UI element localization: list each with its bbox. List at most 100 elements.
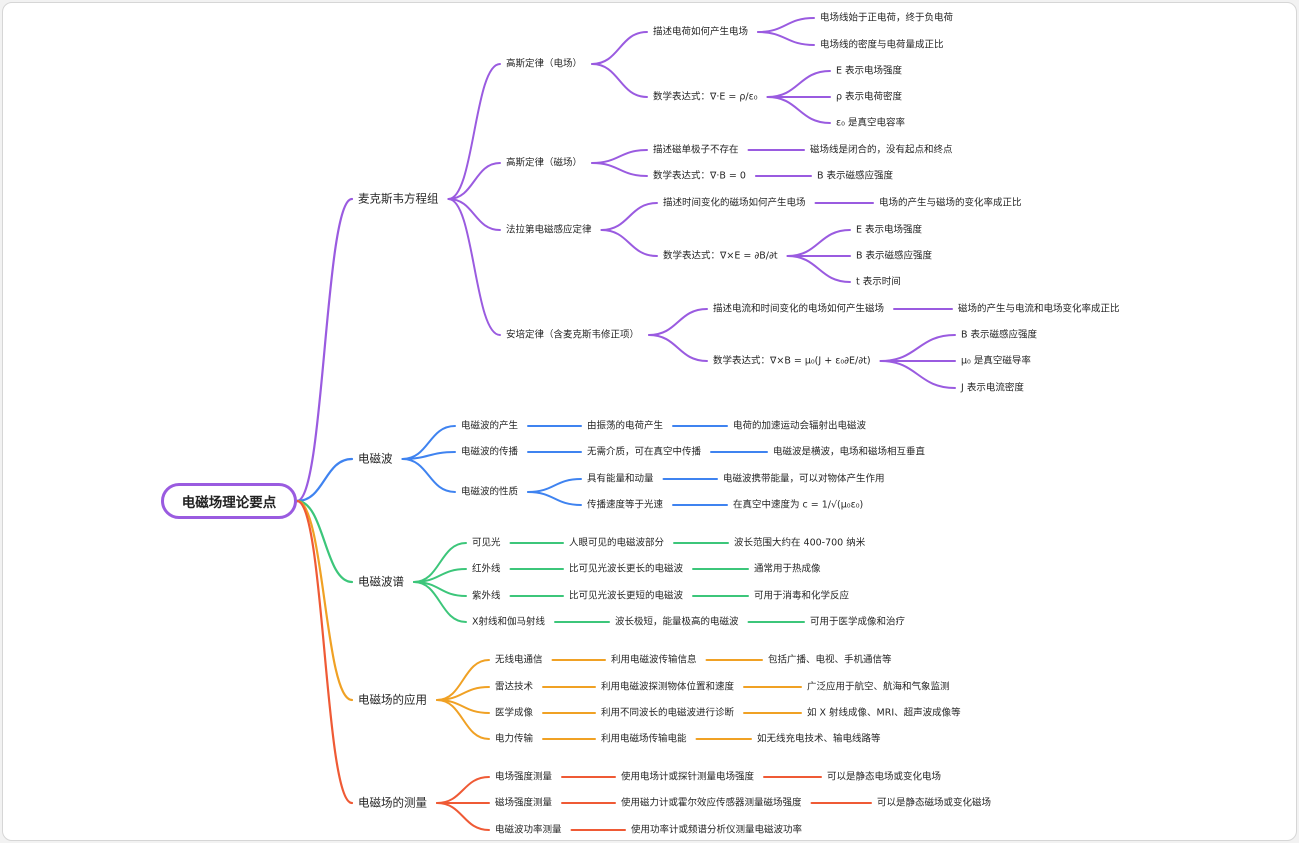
- mindmap-node-l3[interactable]: 利用电磁波传输信息: [611, 654, 697, 666]
- mindmap-node-l4[interactable]: ρ 表示电荷密度: [836, 91, 903, 103]
- mindmap-node-l2[interactable]: 电磁波功率测量: [495, 824, 562, 836]
- link-l3: [591, 162, 648, 177]
- root-label: 电磁场理论要点: [181, 495, 277, 511]
- mindmap-node-l2[interactable]: 电力传输: [495, 733, 534, 745]
- mindmap-node-l2[interactable]: 高斯定律（电场）: [506, 58, 583, 70]
- mindmap-node-l2[interactable]: 电磁波的性质: [461, 486, 519, 498]
- mindmap-node-l2[interactable]: 无线电通信: [495, 654, 543, 666]
- link-l2: [447, 198, 501, 231]
- mindmap-node-l4[interactable]: 磁场的产生与电流和电场变化率成正比: [958, 303, 1120, 315]
- mindmap-node-l3[interactable]: 传播速度等于光速: [587, 499, 664, 511]
- link-l2: [413, 581, 467, 623]
- mindmap-node-l4[interactable]: 通常用于热成像: [754, 563, 821, 575]
- mindmap-node-l3[interactable]: 数学表达式：∇·B = 0: [653, 170, 746, 182]
- mindmap-node-l3[interactable]: 利用不同波长的电磁波进行诊断: [601, 707, 735, 719]
- mindmap-node-l3[interactable]: 比可见光波长更长的电磁波: [569, 563, 684, 575]
- mindmap-node-l2[interactable]: 磁场强度测量: [495, 797, 553, 809]
- mindmap-node-l3[interactable]: 由振荡的电荷产生: [587, 420, 664, 432]
- mindmap-node-l4[interactable]: 如无线充电技术、输电线路等: [757, 733, 881, 745]
- link-l4: [757, 17, 815, 33]
- mindmap-node-l3[interactable]: 无需介质，可在真空中传播: [587, 446, 702, 458]
- mindmap-node-l2[interactable]: 安培定律（含麦克斯韦修正项）: [506, 329, 640, 341]
- mindmap-node-l4[interactable]: 如 X 射线成像、MRI、超声波成像等: [807, 707, 961, 719]
- mindmap-node-l4[interactable]: 电场的产生与磁场的变化率成正比: [879, 197, 1022, 209]
- mindmap-node-l4[interactable]: 电场线始于正电荷，终于负电荷: [820, 12, 954, 24]
- mindmap-node-l1[interactable]: 电磁场的应用: [358, 692, 427, 707]
- mindmap-node-l2[interactable]: 法拉第电磁感应定律: [506, 224, 592, 236]
- mindmap-node-l4[interactable]: 可用于医学成像和治疗: [810, 616, 906, 628]
- link-l4: [766, 70, 831, 98]
- mindmap-node-l2[interactable]: 医学成像: [495, 707, 534, 719]
- root-node[interactable]: 电磁场理论要点: [161, 483, 297, 519]
- mindmap-node-l3[interactable]: 比可见光波长更短的电磁波: [569, 590, 684, 602]
- mindmap-node-l3[interactable]: 描述磁单极子不存在: [653, 144, 739, 156]
- link-root-branch: [295, 197, 354, 503]
- link-root-branch: [295, 499, 354, 584]
- mindmap-node-l4[interactable]: 电场线的密度与电荷量成正比: [820, 39, 944, 51]
- link-root-branch: [295, 499, 354, 805]
- mindmap-node-l4[interactable]: J 表示电流密度: [961, 382, 1024, 394]
- mindmap-node-l4[interactable]: 电磁波是横波，电场和磁场相互垂直: [773, 446, 926, 458]
- mindmap-node-l3[interactable]: 具有能量和动量: [587, 473, 654, 485]
- mindmap-node-l1[interactable]: 电磁波: [358, 451, 393, 466]
- mindmap-node-l4[interactable]: 波长范围大约在 400-700 纳米: [734, 537, 866, 549]
- link-l3: [591, 31, 648, 65]
- mindmap-node-l4[interactable]: 广泛应用于航空、航海和气象监测: [807, 681, 950, 693]
- mindmap-node-l1[interactable]: 电磁场的测量: [358, 795, 427, 810]
- mindmap-node-l4[interactable]: μ₀ 是真空磁导率: [961, 355, 1031, 367]
- mindmap-node-l4[interactable]: 电荷的加速运动会辐射出电磁波: [733, 420, 867, 432]
- mindmap-node-l4[interactable]: B 表示磁感应强度: [856, 250, 933, 262]
- mindmap-node-l2[interactable]: 红外线: [472, 563, 501, 575]
- link-l4: [786, 255, 851, 283]
- link-l2: [447, 162, 501, 200]
- mindmap-node-l4[interactable]: E 表示电场强度: [836, 65, 903, 77]
- mindmap-node-l3[interactable]: 波长极短，能量极高的电磁波: [615, 616, 739, 628]
- mindmap-node-l3[interactable]: 描述时间变化的磁场如何产生电场: [663, 197, 806, 209]
- mindmap-links: [295, 17, 956, 831]
- mindmap-node-l3[interactable]: 数学表达式：∇×E = ∂B/∂t: [663, 250, 778, 262]
- link-l2: [436, 776, 490, 804]
- mindmap-node-l3[interactable]: 利用电磁场传输电能: [601, 733, 687, 745]
- mindmap-node-l4[interactable]: 在真空中速度为 c = 1/√(μ₀ε₀): [733, 499, 864, 511]
- mindmap-node-l2[interactable]: 雷达技术: [495, 681, 534, 693]
- mindmap-node-l4[interactable]: t 表示时间: [856, 276, 901, 288]
- mindmap-node-l2[interactable]: 高斯定律（磁场）: [506, 157, 583, 169]
- mindmap-node-l3[interactable]: 数学表达式：∇×B = μ₀(J + ε₀∂E/∂t): [713, 355, 871, 367]
- mindmap-node-l4[interactable]: 电磁波携带能量，可以对物体产生作用: [723, 473, 885, 485]
- mindmap-node-l4[interactable]: 磁场线是闭合的，没有起点和终点: [810, 144, 953, 156]
- link-l3: [591, 149, 648, 164]
- mindmap-node-l2[interactable]: X射线和伽马射线: [472, 616, 546, 628]
- link-l3: [600, 229, 658, 257]
- mindmap-node-l3[interactable]: 数学表达式：∇·E = ρ/ε₀: [653, 91, 758, 103]
- mindmap-node-l2[interactable]: 可见光: [472, 537, 501, 549]
- mindmap-node-l1[interactable]: 电磁波谱: [358, 574, 404, 589]
- link-l2: [401, 425, 456, 460]
- mindmap-node-l2[interactable]: 电磁波的传播: [461, 446, 519, 458]
- mindmap-node-l3[interactable]: 使用电场计或探针测量电场强度: [621, 771, 755, 783]
- mindmap-node-l3[interactable]: 描述电流和时间变化的电场如何产生磁场: [713, 303, 885, 315]
- mindmap-node-l4[interactable]: E 表示电场强度: [856, 224, 923, 236]
- mindmap-node-l3[interactable]: 使用磁力计或霍尔效应传感器测量磁场强度: [621, 797, 802, 809]
- mindmap-node-l4[interactable]: B 表示磁感应强度: [961, 329, 1038, 341]
- link-l3: [648, 334, 708, 362]
- link-root-branch: [295, 457, 354, 503]
- mindmap-node-l4[interactable]: 可以是静态磁场或变化磁场: [877, 797, 992, 809]
- mindmap-node-l2[interactable]: 紫外线: [472, 590, 501, 602]
- link-l3: [527, 478, 582, 493]
- mindmap-node-l3[interactable]: 利用电磁波探测物体位置和速度: [601, 681, 735, 693]
- mindmap-node-l4[interactable]: B 表示磁感应强度: [817, 170, 894, 182]
- link-root-branch: [295, 499, 354, 702]
- mindmap-node-l4[interactable]: 可以是静态电场或变化电场: [827, 771, 942, 783]
- mindmap-node-l2[interactable]: 电磁波的产生: [461, 420, 519, 432]
- mindmap-node-l3[interactable]: 描述电荷如何产生电场: [653, 26, 749, 38]
- mindmap-node-l3[interactable]: 使用功率计或频谱分析仪测量电磁波功率: [631, 824, 803, 836]
- mindmap-node-l1[interactable]: 麦克斯韦方程组: [358, 191, 439, 206]
- mindmap-node-l4[interactable]: 可用于消毒和化学反应: [754, 590, 850, 602]
- mindmap-node-l4[interactable]: ε₀ 是真空电容率: [836, 117, 905, 129]
- link-l3: [600, 202, 658, 231]
- mindmap-node-l3[interactable]: 人眼可见的电磁波部分: [569, 537, 665, 549]
- mindmap-node-l4[interactable]: 包括广播、电视、手机通信等: [768, 654, 892, 666]
- link-l4: [757, 31, 815, 46]
- mindmap-node-l2[interactable]: 电场强度测量: [495, 771, 553, 783]
